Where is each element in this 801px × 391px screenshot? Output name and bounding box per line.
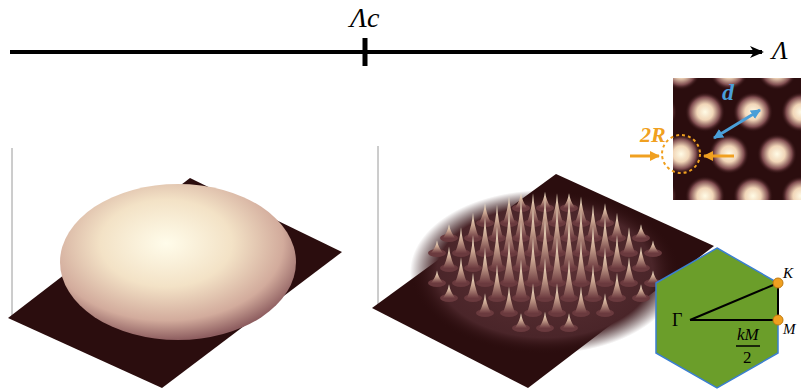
density-peak xyxy=(575,241,587,283)
lattice-blob xyxy=(709,134,749,174)
density-peak xyxy=(479,293,491,313)
density-peak xyxy=(491,227,503,268)
lattice-blob xyxy=(733,92,773,132)
lattice-blob xyxy=(685,176,725,200)
density-peak xyxy=(623,227,635,253)
density-peak xyxy=(647,270,659,283)
radius-circle xyxy=(662,135,700,173)
parameter-axis xyxy=(10,50,762,54)
lattice-blob xyxy=(673,78,701,90)
density-peak xyxy=(575,287,587,313)
plot-axis xyxy=(378,146,379,310)
density-peak xyxy=(611,235,623,268)
density-peak xyxy=(611,273,623,298)
axis-label: Λ xyxy=(772,38,788,64)
lattice-blob xyxy=(757,134,797,174)
density-peak xyxy=(455,227,467,253)
density-peak xyxy=(431,270,443,283)
density-peak xyxy=(527,283,539,313)
density-peak xyxy=(623,257,635,283)
density-peak xyxy=(599,293,611,313)
density-peak xyxy=(467,235,479,268)
density-peak xyxy=(587,227,599,268)
spacing-arrow xyxy=(714,110,760,138)
density-halo xyxy=(410,190,680,354)
density-dome xyxy=(60,184,296,340)
density-peak xyxy=(539,312,551,328)
fraction-bar xyxy=(736,345,760,347)
lattice-blob xyxy=(781,176,801,200)
density-peak xyxy=(527,237,539,283)
fraction-numerator: kM xyxy=(737,326,759,343)
density-peak xyxy=(515,313,527,328)
crystal-peaks xyxy=(428,192,662,332)
lattice-blob xyxy=(673,176,677,200)
lattice-blob xyxy=(733,176,773,200)
density-peak xyxy=(443,246,455,268)
density-peak xyxy=(455,257,467,283)
point-label: M xyxy=(783,322,796,337)
m-point xyxy=(773,315,783,325)
density-peak xyxy=(467,273,479,298)
density-peak xyxy=(647,240,659,253)
path-line xyxy=(777,283,779,320)
lattice-blob xyxy=(757,78,797,90)
density-peak xyxy=(611,213,623,238)
density-peak xyxy=(443,284,455,298)
lattice-blob xyxy=(685,92,725,132)
point-label: K xyxy=(783,266,793,281)
density-peak xyxy=(563,260,575,298)
critical-label: Λc xyxy=(350,4,379,32)
plot-floor xyxy=(8,178,342,388)
density-peak xyxy=(587,265,599,298)
lattice-blob xyxy=(673,134,701,174)
path-line xyxy=(690,283,778,320)
radius-label: 2R xyxy=(640,124,666,146)
density-peak xyxy=(431,240,443,253)
lattice-blob xyxy=(673,92,677,132)
density-peak xyxy=(563,313,575,328)
density-peak xyxy=(635,284,647,298)
density-peak xyxy=(551,283,563,313)
density-peak xyxy=(479,247,491,283)
density-peak xyxy=(599,247,611,283)
density-peak xyxy=(539,258,551,298)
plot-axis xyxy=(12,148,13,318)
brillouin-zone xyxy=(656,248,778,388)
radius-arrow xyxy=(630,155,659,158)
density-peak xyxy=(635,224,647,238)
radius-arrow xyxy=(704,155,734,158)
density-peak xyxy=(551,237,563,283)
density-peak xyxy=(467,213,479,238)
density-peak xyxy=(491,265,503,298)
lattice-blob xyxy=(781,92,801,132)
fraction-denominator: 2 xyxy=(743,349,752,366)
critical-tick xyxy=(363,38,368,66)
path-line xyxy=(690,319,778,321)
spacing-label: d xyxy=(722,80,734,104)
density-peak xyxy=(443,224,455,238)
density-peak xyxy=(515,260,527,298)
density-peak xyxy=(635,246,647,268)
density-peak xyxy=(503,287,515,313)
density-peak xyxy=(503,241,515,283)
k-point xyxy=(773,278,783,288)
point-label: Γ xyxy=(672,311,682,329)
lattice-blobs xyxy=(673,78,801,200)
